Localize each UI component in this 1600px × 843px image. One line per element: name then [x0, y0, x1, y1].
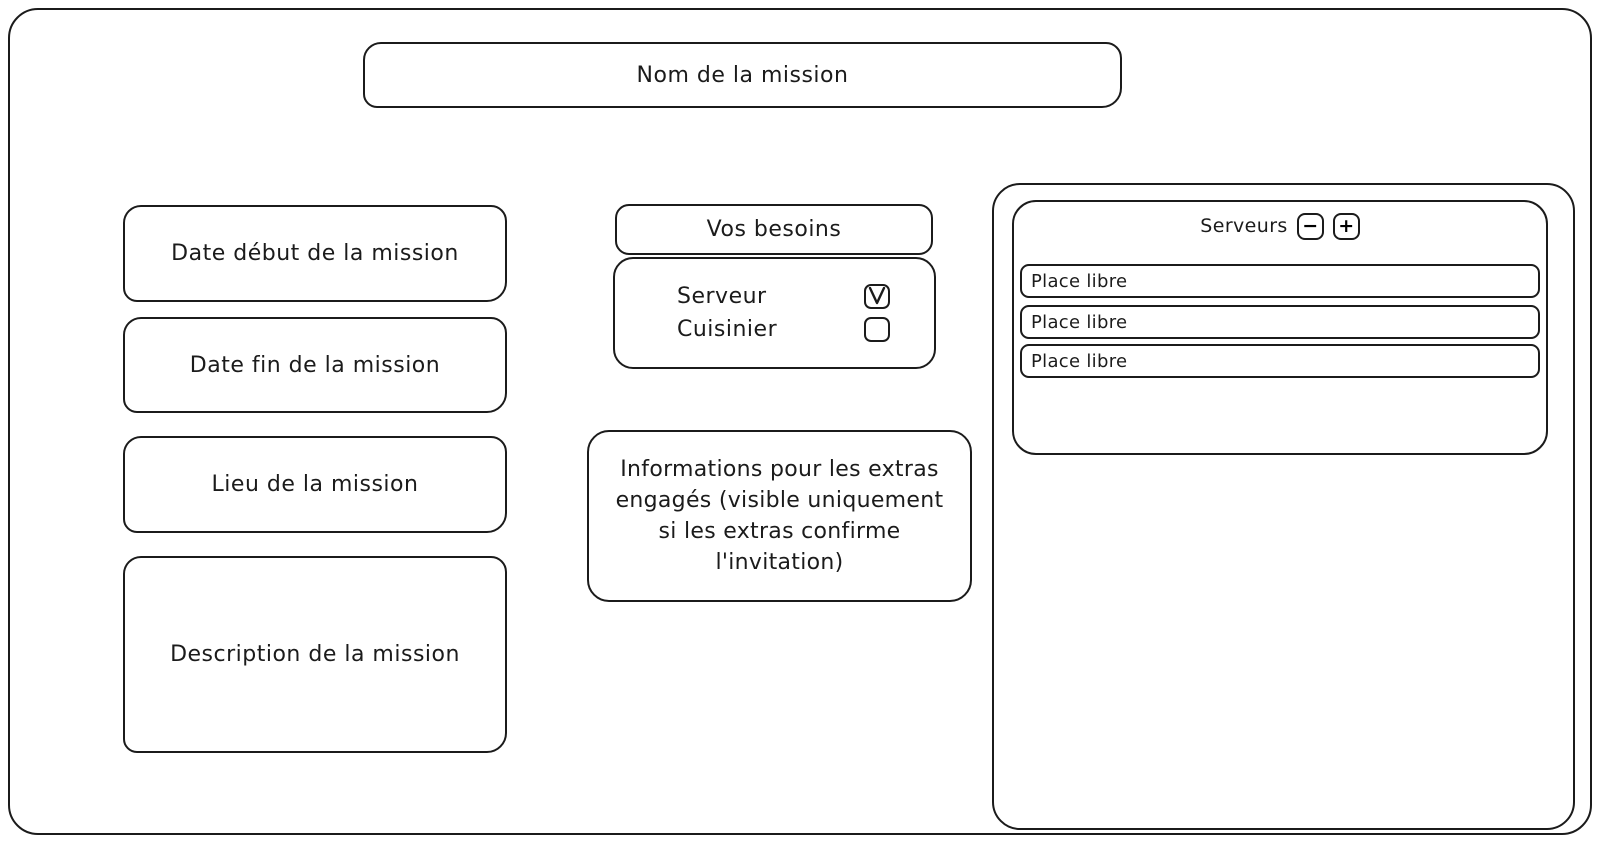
server-slot[interactable]: Place libre: [1020, 305, 1540, 339]
need-label-serveur: Serveur: [677, 284, 767, 309]
location-field[interactable]: Lieu de la mission: [123, 436, 507, 533]
add-server-button[interactable]: +: [1332, 212, 1360, 240]
need-label-cuisinier: Cuisinier: [677, 317, 778, 342]
remove-server-button[interactable]: −: [1296, 212, 1324, 240]
needs-header: Vos besoins: [615, 204, 933, 255]
date-start-field[interactable]: Date début de la mission: [123, 205, 507, 302]
serveur-checkbox[interactable]: [864, 284, 890, 309]
extras-info-field[interactable]: Informations pour les extras engagés (vi…: [587, 430, 972, 602]
need-row-cuisinier: Cuisinier: [677, 317, 890, 342]
need-row-serveur: Serveur: [677, 284, 890, 309]
server-slot[interactable]: Place libre: [1020, 264, 1540, 298]
check-icon: [868, 286, 886, 305]
description-field[interactable]: Description de la mission: [123, 556, 507, 753]
servers-title: Serveurs: [1200, 215, 1288, 237]
cuisinier-checkbox[interactable]: [864, 317, 890, 342]
server-slot[interactable]: Place libre: [1020, 344, 1540, 378]
servers-header: Serveurs − +: [1012, 208, 1548, 244]
needs-panel: Serveur Cuisinier: [613, 257, 936, 369]
mission-name-field[interactable]: Nom de la mission: [363, 42, 1122, 108]
date-end-field[interactable]: Date fin de la mission: [123, 317, 507, 413]
